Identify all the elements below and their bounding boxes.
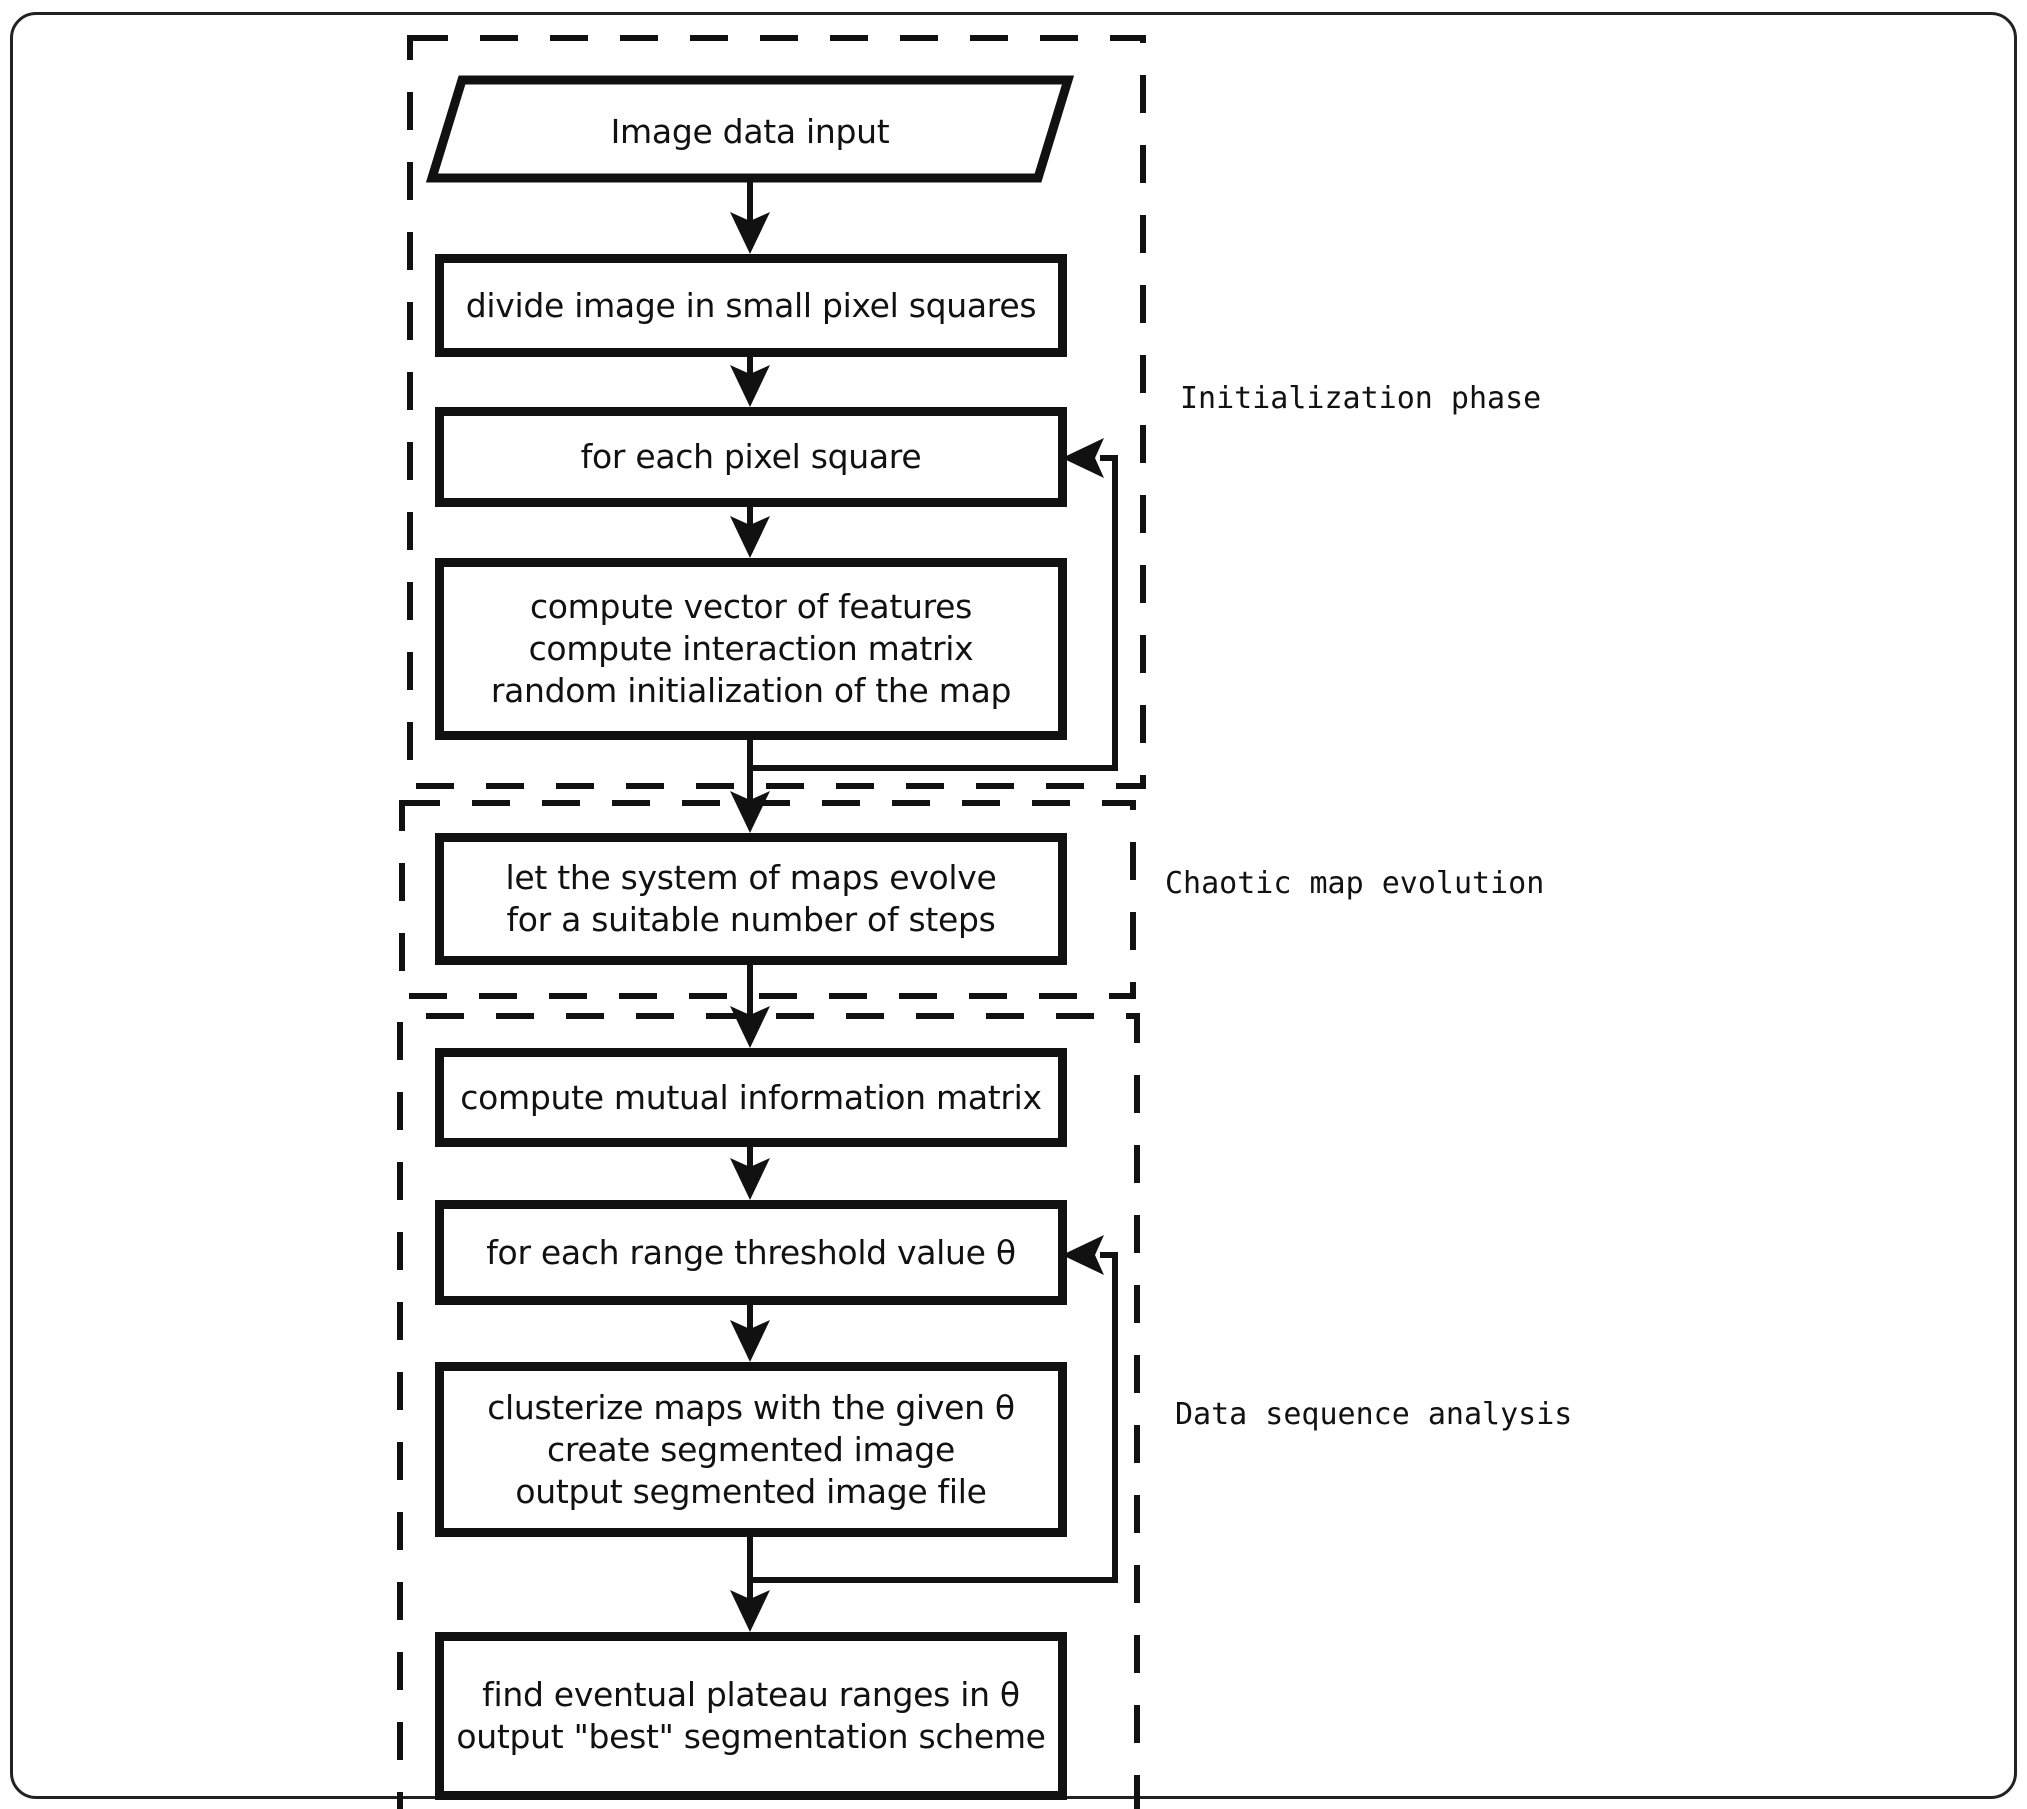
node-clusterize-maps: clusterize maps with the given θ create … <box>435 1362 1067 1537</box>
node-label: for each range threshold value θ <box>486 1232 1016 1272</box>
node-mutual-information: compute mutual information matrix <box>435 1048 1067 1147</box>
node-evolve-maps: let the system of maps evolve for a suit… <box>435 833 1067 965</box>
arrow-features-to-evolve <box>730 740 770 833</box>
arrow-clusterize-to-plateau <box>730 1537 770 1632</box>
node-line: clusterize maps with the given θ <box>487 1387 1015 1427</box>
phase-region-initialization <box>407 35 1146 789</box>
arrow-input-to-divide <box>730 178 770 254</box>
node-foreach-threshold: for each range threshold value θ <box>435 1200 1067 1305</box>
input-parallelogram-shape <box>425 75 1075 183</box>
arrow-mutual-to-foreach-theta <box>730 1147 770 1200</box>
arrow-divide-to-foreach-square <box>730 357 770 407</box>
node-line: let the system of maps evolve <box>505 858 997 897</box>
node-line: for a suitable number of steps <box>506 900 996 939</box>
node-label: divide image in small pixel squares <box>465 285 1037 325</box>
node-label: compute mutual information matrix <box>460 1077 1042 1117</box>
node-label: for each pixel square <box>580 437 922 476</box>
node-line: random initialization of the map <box>490 671 1012 710</box>
node-line: create segmented image <box>547 1429 955 1469</box>
arrow-foreach-theta-to-clusterize <box>730 1305 770 1362</box>
phase-label-chaotic-map-evolution: Chaotic map evolution <box>1165 866 1545 901</box>
node-plateau-ranges: find eventual plateau ranges in θ output… <box>435 1632 1067 1800</box>
node-label: Image data input <box>610 111 890 151</box>
phase-label-initialization: Initialization phase <box>1180 381 1542 416</box>
node-line: find eventual plateau ranges in θ <box>482 1675 1020 1714</box>
loop-arrow-threshold <box>750 1235 1118 1583</box>
node-line: output segmented image file <box>515 1471 987 1511</box>
arrow-evolve-to-mutual <box>730 965 770 1048</box>
node-image-data-input: Image data input <box>462 84 1038 178</box>
node-line: compute interaction matrix <box>528 629 974 668</box>
arrow-foreach-square-to-features <box>730 507 770 558</box>
node-line: compute vector of features <box>529 587 973 626</box>
loop-arrow-pixel-square <box>750 438 1118 771</box>
node-foreach-pixel-square: for each pixel square <box>435 407 1067 507</box>
phase-region-chaotic-map <box>399 800 1136 999</box>
node-line: output "best" segmentation scheme <box>456 1717 1046 1756</box>
node-compute-features: compute vector of features compute inter… <box>435 558 1067 740</box>
node-divide-image: divide image in small pixel squares <box>435 254 1067 357</box>
phase-label-data-sequence-analysis: Data sequence analysis <box>1175 1397 1573 1432</box>
